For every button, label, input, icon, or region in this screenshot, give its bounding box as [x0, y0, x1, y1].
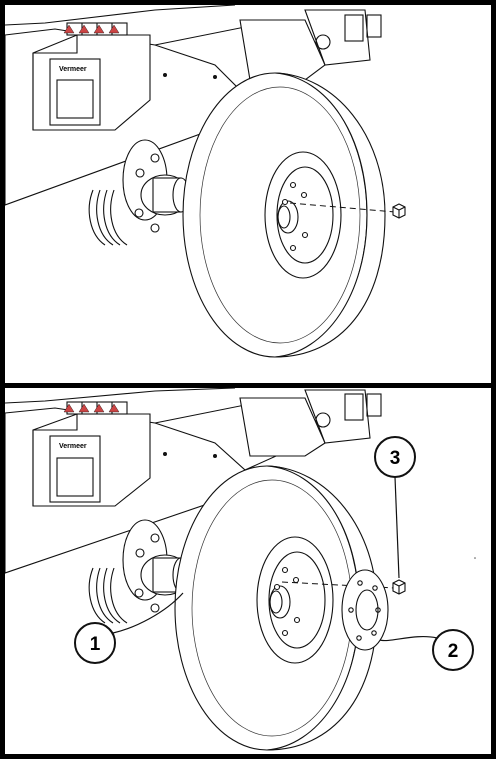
rear-tread [88, 567, 128, 624]
alignment-line [289, 202, 396, 213]
control-panel [49, 58, 101, 126]
wheel-rim [264, 151, 342, 279]
bracket-small [366, 14, 382, 38]
frame-plate [239, 397, 326, 457]
callout-3-circle [374, 436, 416, 478]
brand-logo: Vermeer [59, 443, 87, 450]
lug-nut-icon [392, 579, 406, 595]
lug-nut-icon [392, 203, 406, 219]
callout-2-leader [379, 636, 438, 642]
speck [474, 557, 476, 559]
frame-edge [5, 388, 236, 404]
brand-logo: Vermeer [59, 66, 87, 73]
warning-triangle-icon [63, 403, 120, 413]
bolt-hole [315, 412, 331, 428]
control-screen [56, 457, 94, 497]
bracket-small [366, 393, 382, 417]
rivet [163, 452, 167, 456]
rear-tread [88, 189, 128, 246]
control-screen [56, 79, 94, 119]
control-box-edge [32, 414, 78, 506]
panel-wheel-installed: Vermeer [0, 383, 496, 759]
callout-1-leader [112, 592, 184, 634]
bracket [344, 393, 364, 421]
bracket [344, 14, 364, 42]
callout-2-circle [432, 629, 474, 671]
bolt-hole [315, 34, 331, 50]
hub-plate [341, 569, 389, 651]
callout-3-label: 3 [390, 448, 401, 469]
rivet [213, 454, 217, 458]
frame-edge [5, 5, 236, 26]
warning-triangle-icon [63, 24, 120, 34]
callout-1-circle [74, 622, 116, 664]
rivet [163, 73, 167, 77]
control-box-edge [32, 35, 78, 130]
wheel-installed-illustration: Vermeer [5, 388, 476, 751]
panel-wheel-removed: Vermeer [0, 0, 496, 388]
wheel-rim [256, 536, 334, 664]
callout-2-label: 2 [448, 641, 459, 662]
callout-3-leader [394, 476, 400, 579]
hub-assembly [122, 139, 190, 233]
wheel-removed-illustration: Vermeer [5, 5, 406, 358]
frame-plate [239, 19, 326, 81]
control-panel [49, 435, 101, 503]
callout-1-label: 1 [90, 634, 101, 655]
rivet [213, 75, 217, 79]
